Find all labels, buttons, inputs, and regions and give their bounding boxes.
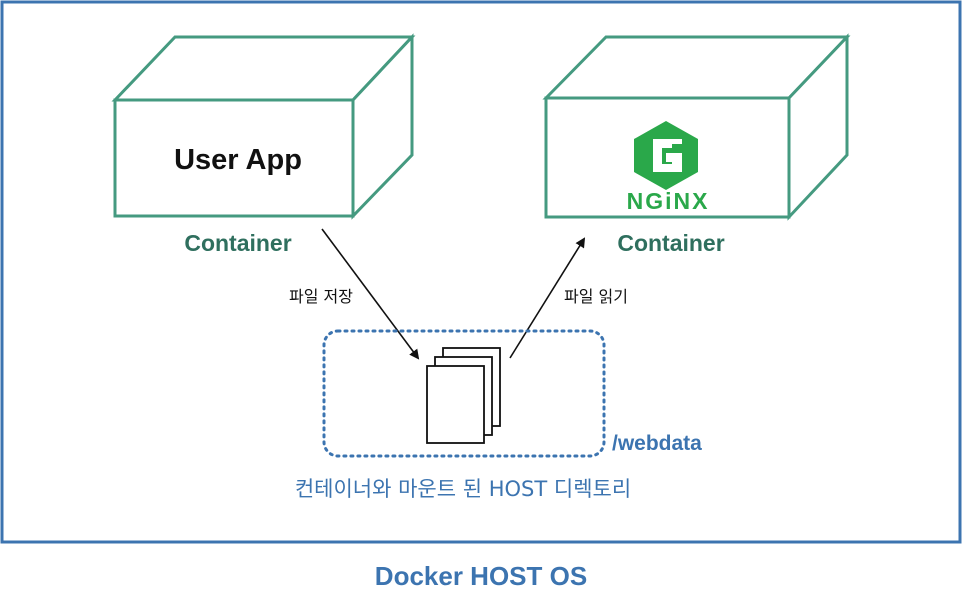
host-os-label: Docker HOST OS: [375, 561, 587, 591]
file-stack-icon: [426, 347, 501, 444]
write-arrow: [321, 228, 420, 360]
container-user-app: User App: [111, 33, 416, 220]
container-caption-right: Container: [617, 230, 724, 256]
nginx-logo: NGiNX: [627, 121, 710, 214]
volume-path-label: /webdata: [612, 432, 702, 455]
nginx-g-letter-icon: [653, 139, 682, 172]
nginx-logo-text: NGiNX: [627, 188, 710, 214]
file-page-front: [426, 365, 485, 444]
write-arrow-label: 파일 저장: [289, 287, 353, 306]
container-nginx: NGiNX: [542, 33, 851, 221]
user-app-label: User App: [174, 144, 302, 176]
mounted-volume-boundary: [322, 329, 606, 458]
volume-description: 컨테이너와 마운트 된 HOST 디렉토리: [295, 477, 631, 501]
read-arrow-label: 파일 읽기: [564, 287, 628, 306]
read-arrow: [509, 237, 586, 359]
container-user-app-front: [113, 98, 355, 218]
container-caption-left: Container: [184, 230, 291, 256]
